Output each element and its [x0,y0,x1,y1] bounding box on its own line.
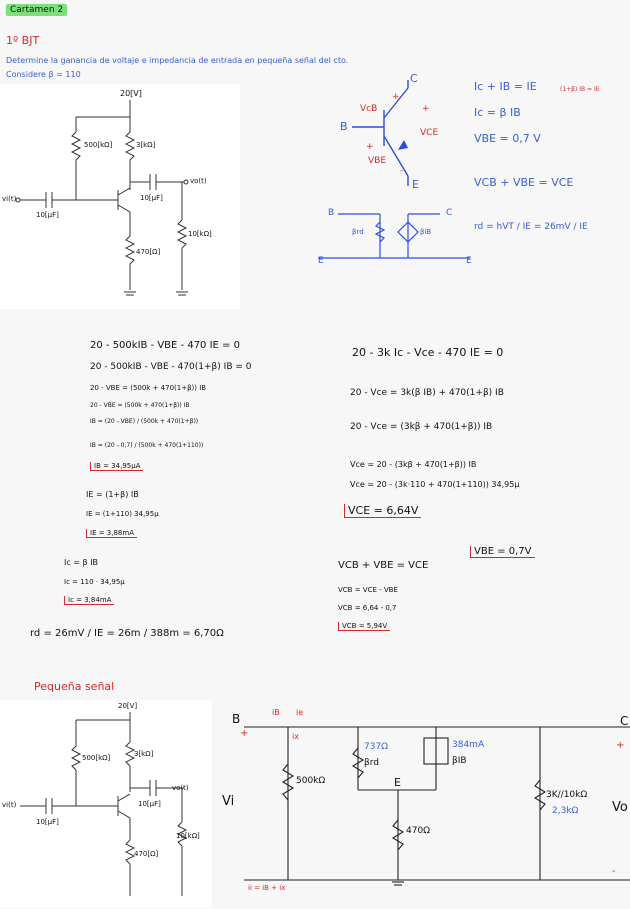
calc-left-3: 20 - VBE = (500k + 470(1+β)) IB [90,384,207,392]
bjt-c-label: C [410,72,418,85]
calc-right-8: VCB + VBE = VCE [338,560,429,571]
calc-right-3: 20 - Vce = (3kβ + 470(1+β)) IB [350,422,493,432]
rc-label-2: 3[kΩ] [134,750,154,758]
calc-right-2: 20 - Vce = 3k(β IB) + 470(1+β) IB [350,388,504,398]
page-title: Cartamen 2 [6,4,68,16]
ss-rd-label: βrd [364,758,379,768]
calc-left-13-result: Ic = 3,84mA [64,596,115,605]
re-label-2: 470[Ω] [134,850,159,858]
vce-label: VCE [420,128,439,138]
calc-left-11: Ic = β IB [64,558,99,567]
ss-isrc-value: 384mA [452,740,485,750]
ss-rd-value: 737Ω [364,742,389,752]
calc-right-1: 20 - 3k Ic - Vce - 470 IE = 0 [352,346,504,359]
ss-b-label: B [232,712,241,726]
rb-label-2: 500[kΩ] [82,754,111,762]
calc-right-11-result: VCB = 5,94V [338,622,391,631]
ss-vo-label: Vo [612,800,628,815]
ss-e-label: E [394,776,401,789]
re-label: 470[Ω] [136,248,161,256]
ss-isrc-label: βIB [452,756,467,766]
calc-right-5: Vce = 20 - (3k·110 + 470(1+110)) 34,95μ [350,480,520,489]
ss-plus-out: + [616,740,625,751]
minus-sign-1: - [400,166,404,176]
vi-label-2: vi(t) [2,801,17,809]
model-e-label-2: E [466,256,472,266]
ss-rl-label: 3K//10kΩ [546,790,588,800]
ss-r500-label: 500kΩ [296,776,326,786]
cin-label-2: 10[μF] [36,818,59,826]
ss-minus-out: - [612,866,616,877]
rl-label: 10[kΩ] [188,230,212,238]
relation-1: Ic + IB = IE [474,80,537,93]
vcc-label: 20[V] [120,89,142,98]
calc-left-8: IE = (1+β) IB [86,490,139,499]
calc-left-14: rd = 26mV / IE = 26m / 388m = 6,70Ω [30,628,224,639]
cout-label: 10[μF] [140,194,163,202]
calc-right-7-result: VBE = 0,7V [470,546,535,558]
calc-left-2: 20 - 500kIB - VBE - 470(1+β) IB = 0 [90,362,252,372]
plus-sign-2: + [422,104,430,114]
ss-iin-label: ii = iB + ix [248,884,286,892]
calc-right-9: VCB = VCE - VBE [338,586,398,594]
small-signal-title: Pequeña señal [34,680,115,693]
calc-left-10-result: IE = 3,88mA [86,529,137,538]
bjt-e-label: E [412,178,419,191]
ss-rl-value: 2,3kΩ [552,806,579,816]
cout-label-2: 10[μF] [138,800,161,808]
ss-plus-in: + [240,728,249,739]
ss-re-label: 470Ω [406,826,431,836]
vo-label: vo(t) [190,177,207,185]
bjt-b-label: B [340,120,348,133]
ss-ix-label: ix [292,732,299,741]
relation-2: Ic = β IB [474,106,521,119]
vbe-label: VBE [368,156,387,166]
vi-label: vi(t) [2,195,17,203]
ss-c-label: C [620,714,629,728]
rl-label-2: 10[kΩ] [176,832,200,840]
circuit-diagram-top [0,84,240,309]
rc-label: 3[kΩ] [136,141,156,149]
plus-sign-3: + [366,142,374,152]
vcc-label-2: 20[V] [118,702,138,710]
relation-3: VBE = 0,7 V [474,132,541,145]
vo-label-2: vo(t) [172,784,189,792]
calc-left-4: 20 - VBE = (500k + 470(1+β)) IB [90,402,190,409]
ss-ie-label: ie [296,708,304,717]
relation-4: VCB + VBE = VCE [474,176,574,189]
problem-number: 1º BJT [6,34,40,47]
calc-right-6-result: VCE = 6,64V [344,504,422,518]
plus-sign-1: + [392,92,400,102]
model-rd-label: βrd [352,228,364,236]
calc-right-10: VCB = 6,64 - 0,7 [338,604,397,612]
rb-label: 500[kΩ] [84,141,113,149]
calc-right-4: Vce = 20 - (3kβ + 470(1+β)) IB [350,460,477,469]
relation-1-note: (1+β) IB = IE [560,86,600,93]
ss-vi-label: Vi [222,794,235,809]
model-c-label: C [446,208,453,218]
model-source-label: βiB [420,228,432,236]
calc-left-12: Ic = 110 · 34,95μ [64,578,125,586]
ss-ib-label: iB [272,708,280,717]
problem-beta: Considere β = 110 [6,70,81,79]
calc-left-6: IB = (20 - 0,7) / (500k + 470(1+110)) [90,442,204,449]
calc-left-7-result: IB = 34,95μA [90,462,144,471]
vcb-label: VcB [360,104,378,114]
calc-left-5: IB = (20 - VBE) / (500k + 470(1+β)) [90,418,199,425]
calc-left-9: IE = (1+110) 34,95μ [86,510,159,518]
calc-left-1: 20 - 500kIB - VBE - 470 IE = 0 [90,340,240,351]
cin-label: 10[μF] [36,211,59,219]
model-e-label-1: E [318,256,324,266]
problem-statement: Determine la ganancia de voltaje e imped… [6,56,349,65]
relation-5: rd = hVT / IE = 26mV / IE [474,222,588,232]
model-b-label: B [328,208,335,218]
